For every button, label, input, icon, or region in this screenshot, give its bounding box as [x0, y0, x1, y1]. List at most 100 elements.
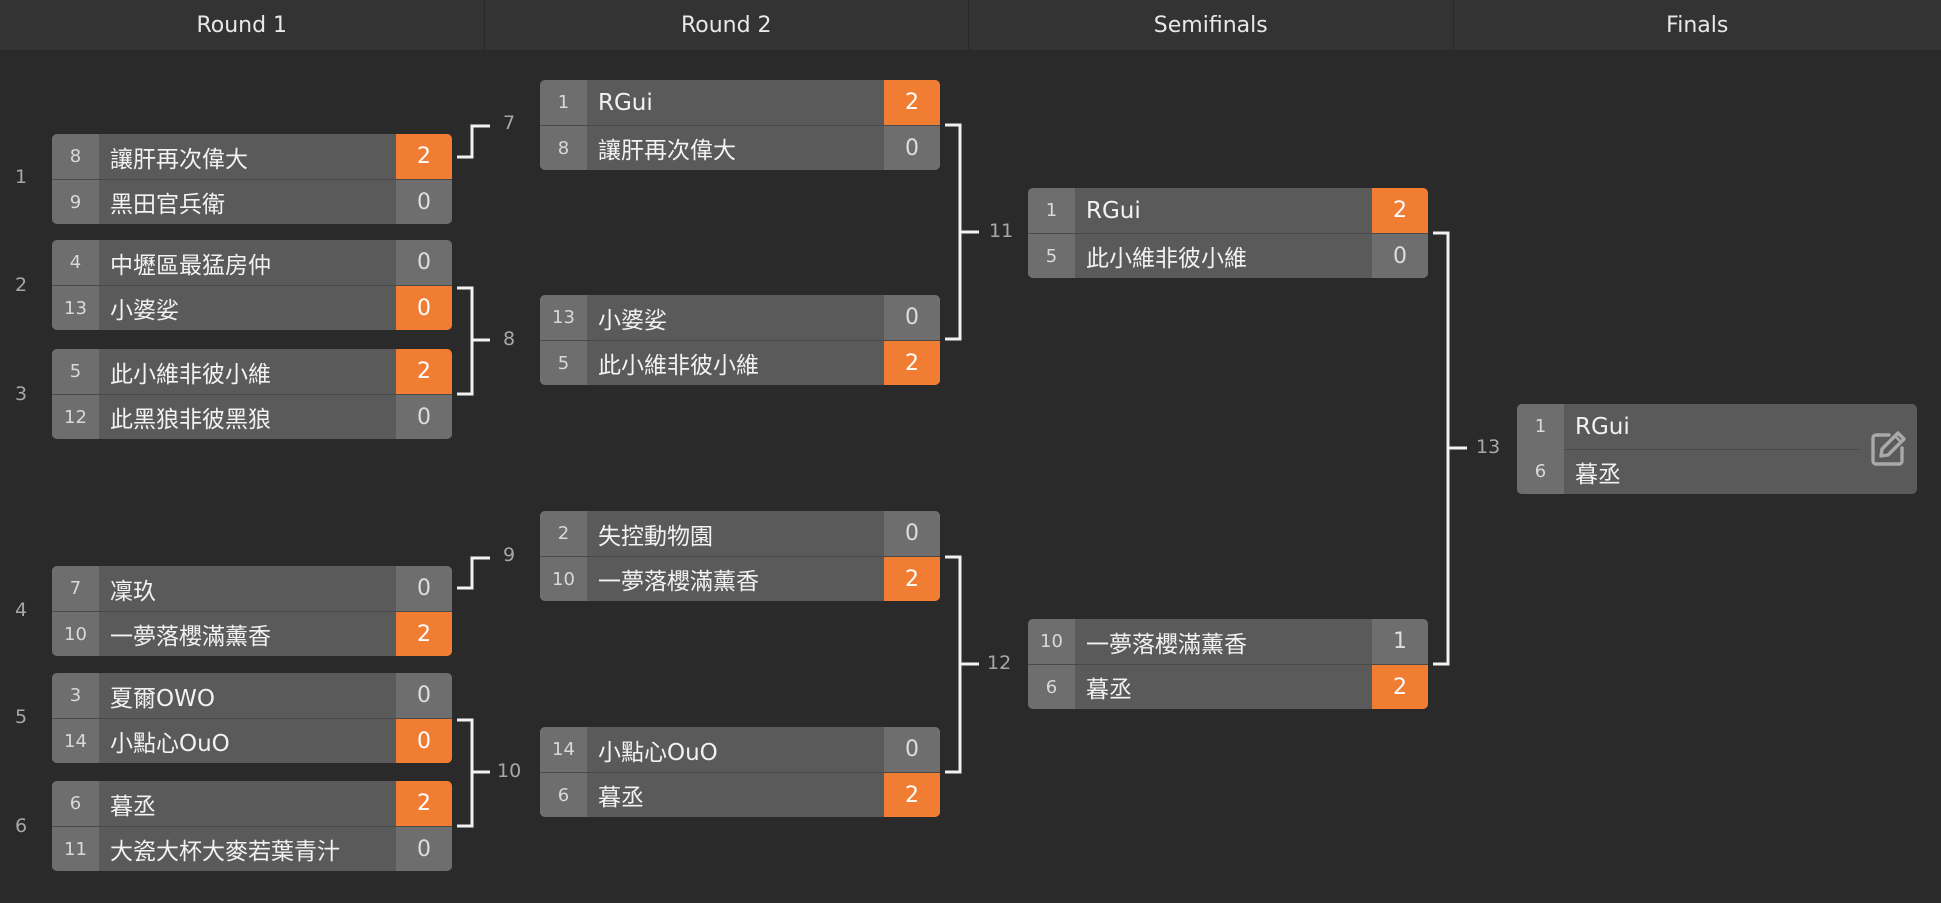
match-4[interactable]: 7 凜玖 0 10 一夢落櫻滿薰香 2 [52, 566, 452, 656]
match-number: 8 [503, 328, 516, 350]
match-slot[interactable]: 14 小點心OuO 0 [540, 727, 940, 772]
match-6[interactable]: 6 暮丞 2 11 大瓷大杯大麥若葉青汁 0 [52, 781, 452, 871]
match-number: 2 [15, 274, 28, 296]
seed-number: 9 [52, 180, 99, 224]
match-slot[interactable]: 3 夏爾OWO 0 [52, 673, 452, 718]
score-box: 2 [396, 349, 452, 394]
match-8[interactable]: 13 小婆娑 0 5 此小維非彼小維 2 [540, 295, 940, 385]
score-box: 0 [1372, 234, 1428, 278]
match-number: 13 [1476, 436, 1501, 458]
seed-number: 8 [540, 126, 587, 170]
match-slot[interactable]: 8 讓肝再次偉大 2 [52, 134, 452, 179]
seed-number: 10 [52, 612, 99, 656]
seed-number: 8 [52, 134, 99, 179]
seed-number: 10 [540, 557, 587, 601]
score-box: 0 [396, 827, 452, 871]
match-slot[interactable]: 11 大瓷大杯大麥若葉青汁 0 [52, 826, 452, 871]
score-box: 0 [884, 126, 940, 170]
score-box: 2 [1372, 665, 1428, 709]
seed-number: 6 [540, 773, 587, 817]
player-name: 此小維非彼小維 [598, 353, 759, 379]
match-slot[interactable]: 13 小婆娑 0 [540, 295, 940, 340]
match-slot[interactable]: 6 暮丞 2 [1028, 664, 1428, 709]
match-number: 1 [15, 166, 28, 188]
match-slot[interactable]: 13 小婆娑 0 [52, 285, 452, 330]
match-5[interactable]: 3 夏爾OWO 0 14 小點心OuO 0 [52, 673, 452, 763]
match-slot[interactable]: 7 凜玖 0 [52, 566, 452, 611]
match-slot[interactable]: 9 黑田官兵衛 0 [52, 179, 452, 224]
match-12[interactable]: 10 一夢落櫻滿薰香 1 6 暮丞 2 [1028, 619, 1428, 709]
match-slot[interactable]: 1 RGui 2 [1028, 188, 1428, 233]
round-header-round-2: Round 2 [484, 0, 969, 50]
match-slot[interactable]: 6 暮丞 2 [52, 781, 452, 826]
match-10[interactable]: 14 小點心OuO 0 6 暮丞 2 [540, 727, 940, 817]
match-2[interactable]: 4 中壢區最猛房仲 0 13 小婆娑 0 [52, 240, 452, 330]
player-name: 暮丞 [598, 785, 644, 811]
match-slot[interactable]: 1 RGui 2 [540, 80, 940, 125]
round-header-round-1: Round 1 [0, 0, 485, 50]
seed-number: 5 [1028, 234, 1075, 278]
match-11[interactable]: 1 RGui 2 5 此小維非彼小維 0 [1028, 188, 1428, 278]
match-number: 12 [987, 652, 1012, 674]
match-number: 10 [497, 760, 522, 782]
player-name: 凜玖 [110, 578, 156, 605]
score-box: 0 [884, 295, 940, 340]
player-name: 一夢落櫻滿薰香 [598, 569, 759, 595]
match-slot[interactable]: 2 失控動物園 0 [540, 511, 940, 556]
match-13[interactable]: 1 RGui 6 暮丞 [1517, 404, 1917, 494]
match-slot[interactable]: 6 暮丞 [1517, 449, 1917, 494]
score-box: 0 [396, 566, 452, 611]
match-slot[interactable]: 10 一夢落櫻滿薰香 2 [52, 611, 452, 656]
seed-number: 5 [540, 341, 587, 385]
seed-number: 14 [540, 727, 587, 772]
match-number: 5 [15, 706, 28, 728]
match-slot[interactable]: 10 一夢落櫻滿薰香 1 [1028, 619, 1428, 664]
match-slot[interactable]: 8 讓肝再次偉大 0 [540, 125, 940, 170]
player-name: 此小維非彼小維 [1086, 246, 1247, 272]
player-name: 小婆娑 [110, 298, 179, 324]
match-number: 9 [503, 544, 516, 566]
score-box: 0 [884, 511, 940, 556]
score-box: 0 [396, 180, 452, 224]
seed-number: 13 [52, 286, 99, 330]
match-3[interactable]: 5 此小維非彼小維 2 12 此黑狼非彼黑狼 0 [52, 349, 452, 439]
player-name: 小點心OuO [598, 739, 718, 766]
seed-number: 6 [52, 781, 99, 826]
seed-number: 14 [52, 719, 99, 763]
match-slot[interactable]: 6 暮丞 2 [540, 772, 940, 817]
seed-number: 5 [52, 349, 99, 394]
match-slot[interactable]: 1 RGui [1517, 404, 1917, 449]
match-7[interactable]: 1 RGui 2 8 讓肝再次偉大 0 [540, 80, 940, 170]
edit-icon[interactable] [1867, 428, 1909, 470]
match-slot[interactable]: 14 小點心OuO 0 [52, 718, 452, 763]
score-box: 2 [396, 781, 452, 826]
match-9[interactable]: 2 失控動物園 0 10 一夢落櫻滿薰香 2 [540, 511, 940, 601]
match-number: 3 [15, 383, 28, 405]
seed-number: 3 [52, 673, 99, 718]
match-slot[interactable]: 5 此小維非彼小維 2 [540, 340, 940, 385]
match-slot[interactable]: 5 此小維非彼小維 0 [1028, 233, 1428, 278]
player-name: 一夢落櫻滿薰香 [110, 624, 271, 650]
player-name: 夏爾OWO [110, 685, 215, 712]
score-box: 0 [396, 286, 452, 330]
score-box: 2 [884, 557, 940, 601]
match-1[interactable]: 8 讓肝再次偉大 2 9 黑田官兵衛 0 [52, 134, 452, 224]
score-box: 0 [396, 673, 452, 718]
player-name: RGui [1575, 413, 1630, 440]
match-number: 6 [15, 815, 28, 837]
match-slot[interactable]: 4 中壢區最猛房仲 0 [52, 240, 452, 285]
match-slot[interactable]: 12 此黑狼非彼黑狼 0 [52, 394, 452, 439]
player-name: 讓肝再次偉大 [110, 146, 248, 173]
match-number: 11 [989, 220, 1014, 242]
match-slot[interactable]: 5 此小維非彼小維 2 [52, 349, 452, 394]
player-name: 小點心OuO [110, 731, 230, 757]
score-box: 2 [884, 773, 940, 817]
score-box: 0 [884, 727, 940, 772]
seed-number: 4 [52, 240, 99, 285]
seed-number: 2 [540, 511, 587, 556]
round-header-semifinals: Semifinals [969, 0, 1454, 50]
player-name: 暮丞 [1086, 677, 1132, 703]
match-slot[interactable]: 10 一夢落櫻滿薰香 2 [540, 556, 940, 601]
rounds-header: Round 1 Round 2 Semifinals Finals [0, 0, 1941, 50]
player-name: RGui [1086, 197, 1141, 224]
